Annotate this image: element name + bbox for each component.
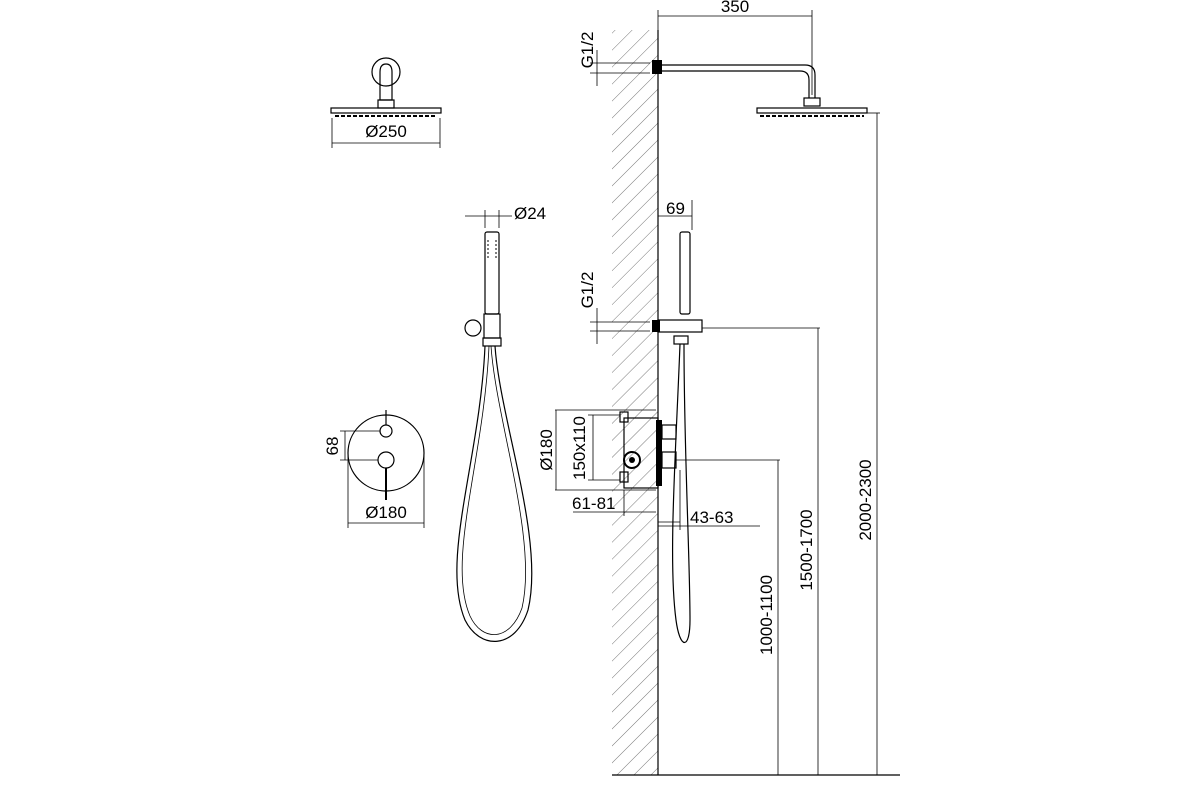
concealed-box-side-view: Ø180 150x110 61-81 43-63 — [537, 409, 780, 530]
mixer-height-label: 1000-1100 — [757, 575, 776, 655]
holder-offset-label: 69 — [666, 199, 685, 218]
box-diameter-label: Ø180 — [537, 429, 556, 471]
head-diameter-label: Ø250 — [365, 122, 407, 141]
shower-head-side-view: 350 G1/2 — [578, 0, 868, 117]
mixer-front-view: 68 Ø180 — [323, 410, 425, 528]
thread-mid-label: G1/2 — [578, 272, 597, 309]
arm-length-label: 350 — [721, 0, 749, 16]
hand-shower-front-view: Ø24 — [456, 204, 546, 642]
mixer-spacing-label: 68 — [323, 437, 342, 456]
wall-section — [612, 30, 900, 776]
holder-height-label: 1500-1700 — [797, 509, 816, 590]
height-dimensions: 1000-1100 1500-1700 2000-2300 — [757, 112, 880, 775]
mixer-diameter-label: Ø180 — [365, 503, 407, 522]
head-height-label: 2000-2300 — [856, 459, 875, 540]
trim-depth-label: 43-63 — [690, 508, 733, 527]
hand-diameter-label: Ø24 — [514, 204, 546, 223]
shower-head-front-view: Ø250 — [330, 57, 442, 148]
box-depth-label: 61-81 — [572, 494, 615, 513]
box-size-label: 150x110 — [570, 416, 589, 480]
hand-shower-side-view: 69 G1/2 — [578, 199, 820, 643]
thread-top-label: G1/2 — [578, 32, 597, 69]
